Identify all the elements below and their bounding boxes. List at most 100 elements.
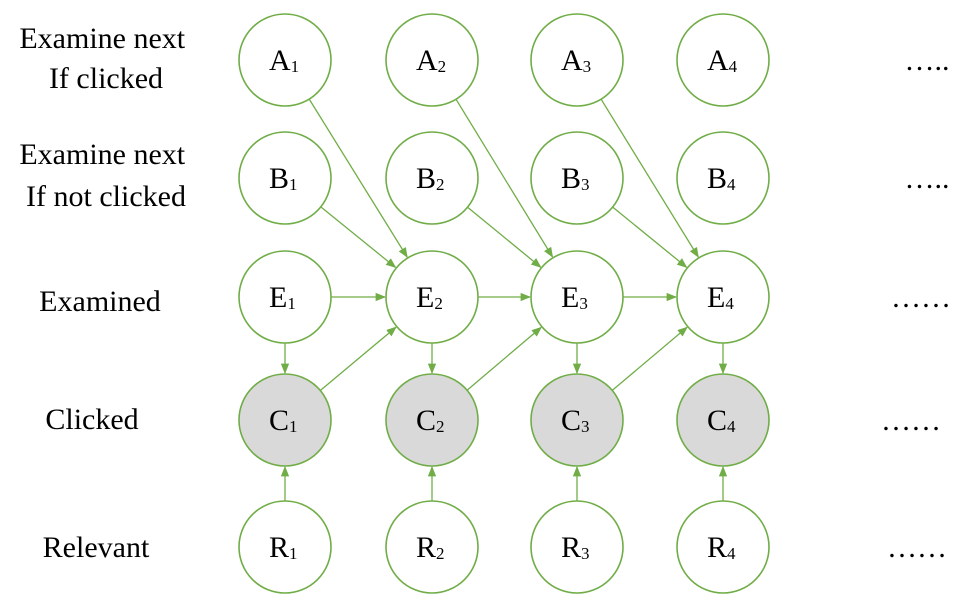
node-subscript: 1 [291,57,300,76]
node-circle [238,373,332,467]
edge-b3-to-e4 [612,206,688,268]
node-label: C1 [269,404,298,437]
node-circle [530,373,624,467]
node-letter: C [561,404,581,437]
node-label: B1 [269,162,298,195]
node-letter: A [561,44,583,77]
node-subscript: 4 [727,417,736,436]
node-circle [676,13,770,107]
node-b2: B2 [385,131,479,225]
node-letter: E [561,281,579,314]
node-subscript: 3 [581,175,590,194]
node-label: B3 [561,162,590,195]
node-circle [676,500,770,594]
row-label-line: If not clicked [26,180,186,213]
row-label-clicked: Clicked [45,403,138,436]
edge-c2-to-e3 [466,326,542,391]
node-letter: A [416,44,438,77]
node-subscript: 4 [727,544,736,563]
row-continuation-ellipsis: …… [887,531,947,564]
node-circle [385,500,479,594]
node-letter: R [561,531,581,564]
node-c4: C4 [676,373,770,467]
node-circle [385,250,479,344]
node-a4: A4 [676,13,770,107]
node-label: R1 [269,531,298,564]
node-circle [238,13,332,107]
node-circle [238,131,332,225]
node-a3: A3 [530,13,624,107]
node-subscript: 3 [581,417,590,436]
node-letter: E [416,281,434,314]
node-circle [238,250,332,344]
row-continuation-ellipsis: ….. [905,162,950,195]
node-a2: A2 [385,13,479,107]
node-circle [385,13,479,107]
node-letter: B [707,162,727,195]
node-label: E3 [561,281,588,314]
node-label: R3 [561,531,590,564]
node-letter: B [561,162,581,195]
node-letter: C [416,404,436,437]
row-label-line: If clicked [49,62,163,95]
node-label: R4 [707,531,736,564]
node-letter: B [269,162,289,195]
node-circle [676,250,770,344]
node-circle [676,373,770,467]
row-continuation-ellipsis: …… [891,281,951,314]
node-label: R2 [416,531,445,564]
node-e1: E1 [238,250,332,344]
node-label: A1 [269,44,299,77]
row-label-examined: Examined [39,285,161,318]
node-letter: C [269,404,289,437]
node-subscript: 2 [436,544,445,563]
node-label: E4 [707,281,734,314]
node-e3: E3 [530,250,624,344]
node-label: E1 [269,281,296,314]
node-letter: R [416,531,436,564]
edge-a1-to-e2 [308,98,408,258]
node-letter: C [707,404,727,437]
node-subscript: 2 [438,57,447,76]
node-b1: B1 [238,131,332,225]
node-e2: E2 [385,250,479,344]
edges [280,98,728,501]
node-letter: R [707,531,727,564]
node-circle [530,13,624,107]
node-subscript: 2 [434,294,443,313]
node-subscript: 2 [436,417,445,436]
node-subscript: 3 [579,294,588,313]
node-subscript: 4 [725,294,734,313]
node-label: B4 [707,162,736,195]
node-circle [530,250,624,344]
node-subscript: 2 [436,175,445,194]
node-label: B2 [416,162,445,195]
node-r4: R4 [676,500,770,594]
node-subscript: 1 [289,175,298,194]
node-label: E2 [416,281,443,314]
edge-b1-to-e2 [320,206,397,269]
row-label-examine-next-if-not-clicked: Examine next If not clicked [19,138,192,213]
node-letter: A [269,44,291,77]
node-letter: B [416,162,436,195]
edge-a2-to-e3 [455,98,554,258]
row-continuation-ellipsis: ….. [905,44,950,77]
node-circle [530,500,624,594]
node-letter: E [707,281,725,314]
row-label-line: Examine next [19,138,185,171]
row-label-line: Examine next [19,22,185,55]
edge-c1-to-e2 [319,326,397,391]
node-c2: C2 [385,373,479,467]
node-subscript: 4 [729,57,738,76]
node-label: A2 [416,44,446,77]
node-c3: C3 [530,373,624,467]
node-subscript: 3 [581,544,590,563]
node-c1: C1 [238,373,332,467]
row-label-relevant: Relevant [43,531,150,564]
node-r1: R1 [238,500,332,594]
node-a1: A1 [238,13,332,107]
node-e4: E4 [676,250,770,344]
node-subscript: 3 [583,57,592,76]
node-b3: B3 [530,131,624,225]
